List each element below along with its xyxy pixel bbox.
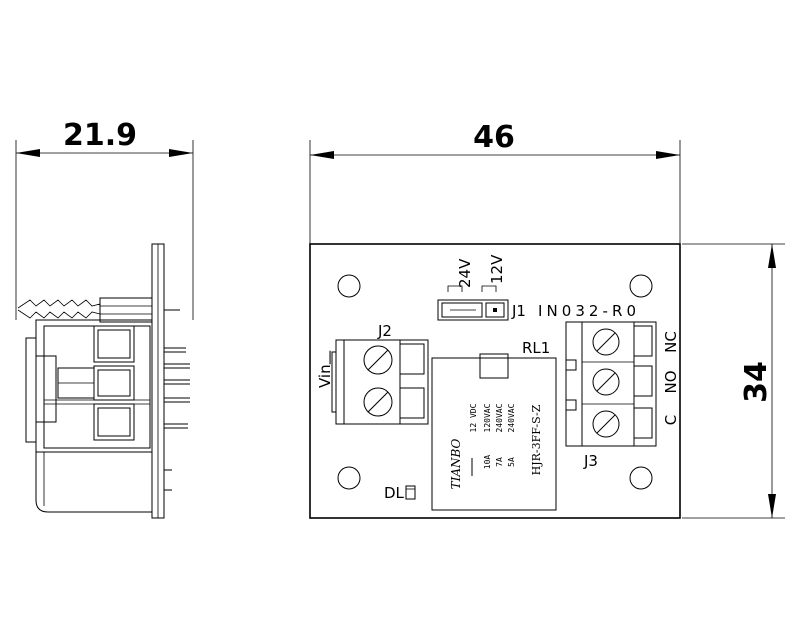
mounting-hole xyxy=(629,466,653,490)
side-jumper xyxy=(17,297,180,323)
side-pins xyxy=(164,347,190,491)
terminal-screw xyxy=(592,368,620,396)
jumper-j1: 24V 12V J1 IN032-R0 xyxy=(437,254,636,321)
jumper-ref-label: J1 xyxy=(511,302,526,320)
output-c-label: C xyxy=(662,415,680,425)
mounting-hole xyxy=(629,274,653,298)
mounting-hole xyxy=(337,274,361,298)
relay-rating-4: 7A xyxy=(495,457,504,467)
front-width-dimension: 46 xyxy=(309,120,681,244)
pcb-outline xyxy=(309,243,681,519)
side-relay xyxy=(35,452,152,513)
front-width-label: 46 xyxy=(473,120,515,155)
relay-rating-6: 240VAC xyxy=(507,403,516,432)
jumper-12v-label: 12V xyxy=(488,254,506,284)
side-width-label: 21.9 xyxy=(63,118,137,153)
output-no-label: NO xyxy=(662,370,680,393)
input-vin-label: Vin xyxy=(316,364,334,388)
relay-brand: TIANBO xyxy=(449,438,463,489)
relay-rating-2: 240VAC xyxy=(495,403,504,432)
side-width-dimension: 21.9 xyxy=(15,118,194,320)
relay-rl1: RL1 TIANBO 12 VDC 120VAC 240VAC 10A 7A 5… xyxy=(431,339,557,511)
output-connector-ref: J3 xyxy=(583,452,598,470)
relay-rating-1: 120VAC xyxy=(483,403,492,432)
front-height-dimension: 34 xyxy=(682,243,785,519)
jumper-24v-label: 24V xyxy=(456,258,474,288)
led-ref-label: DL xyxy=(384,484,405,502)
side-view: 21.9 xyxy=(15,118,194,519)
mounting-holes xyxy=(337,274,653,490)
relay-ref-label: RL1 xyxy=(522,339,550,357)
led-dl: DL xyxy=(384,484,416,502)
terminal-screw xyxy=(363,345,393,375)
mounting-hole xyxy=(337,466,361,490)
connector-j3: J3 NC NO C xyxy=(565,321,680,470)
input-connector-ref: J2 xyxy=(377,322,392,340)
output-nc-label: NC xyxy=(662,331,680,353)
terminal-screw xyxy=(363,387,393,417)
input-minus-label: — xyxy=(322,350,340,365)
terminal-screw xyxy=(592,410,620,438)
relay-model: HJR-3FF-S-Z xyxy=(530,404,543,475)
relay-coil: 12 VDC xyxy=(469,403,478,432)
front-height-label: 34 xyxy=(739,361,774,403)
terminal-screw xyxy=(592,328,620,356)
relay-rating-5: 5A xyxy=(507,457,516,467)
part-number-label: IN032-R0 xyxy=(538,302,636,320)
relay-rating-3: 10A xyxy=(483,455,492,470)
front-view: 46 34 24V 1 xyxy=(309,120,785,519)
side-terminal-block xyxy=(25,319,153,453)
connector-j2: J2 — Vin xyxy=(316,322,429,425)
